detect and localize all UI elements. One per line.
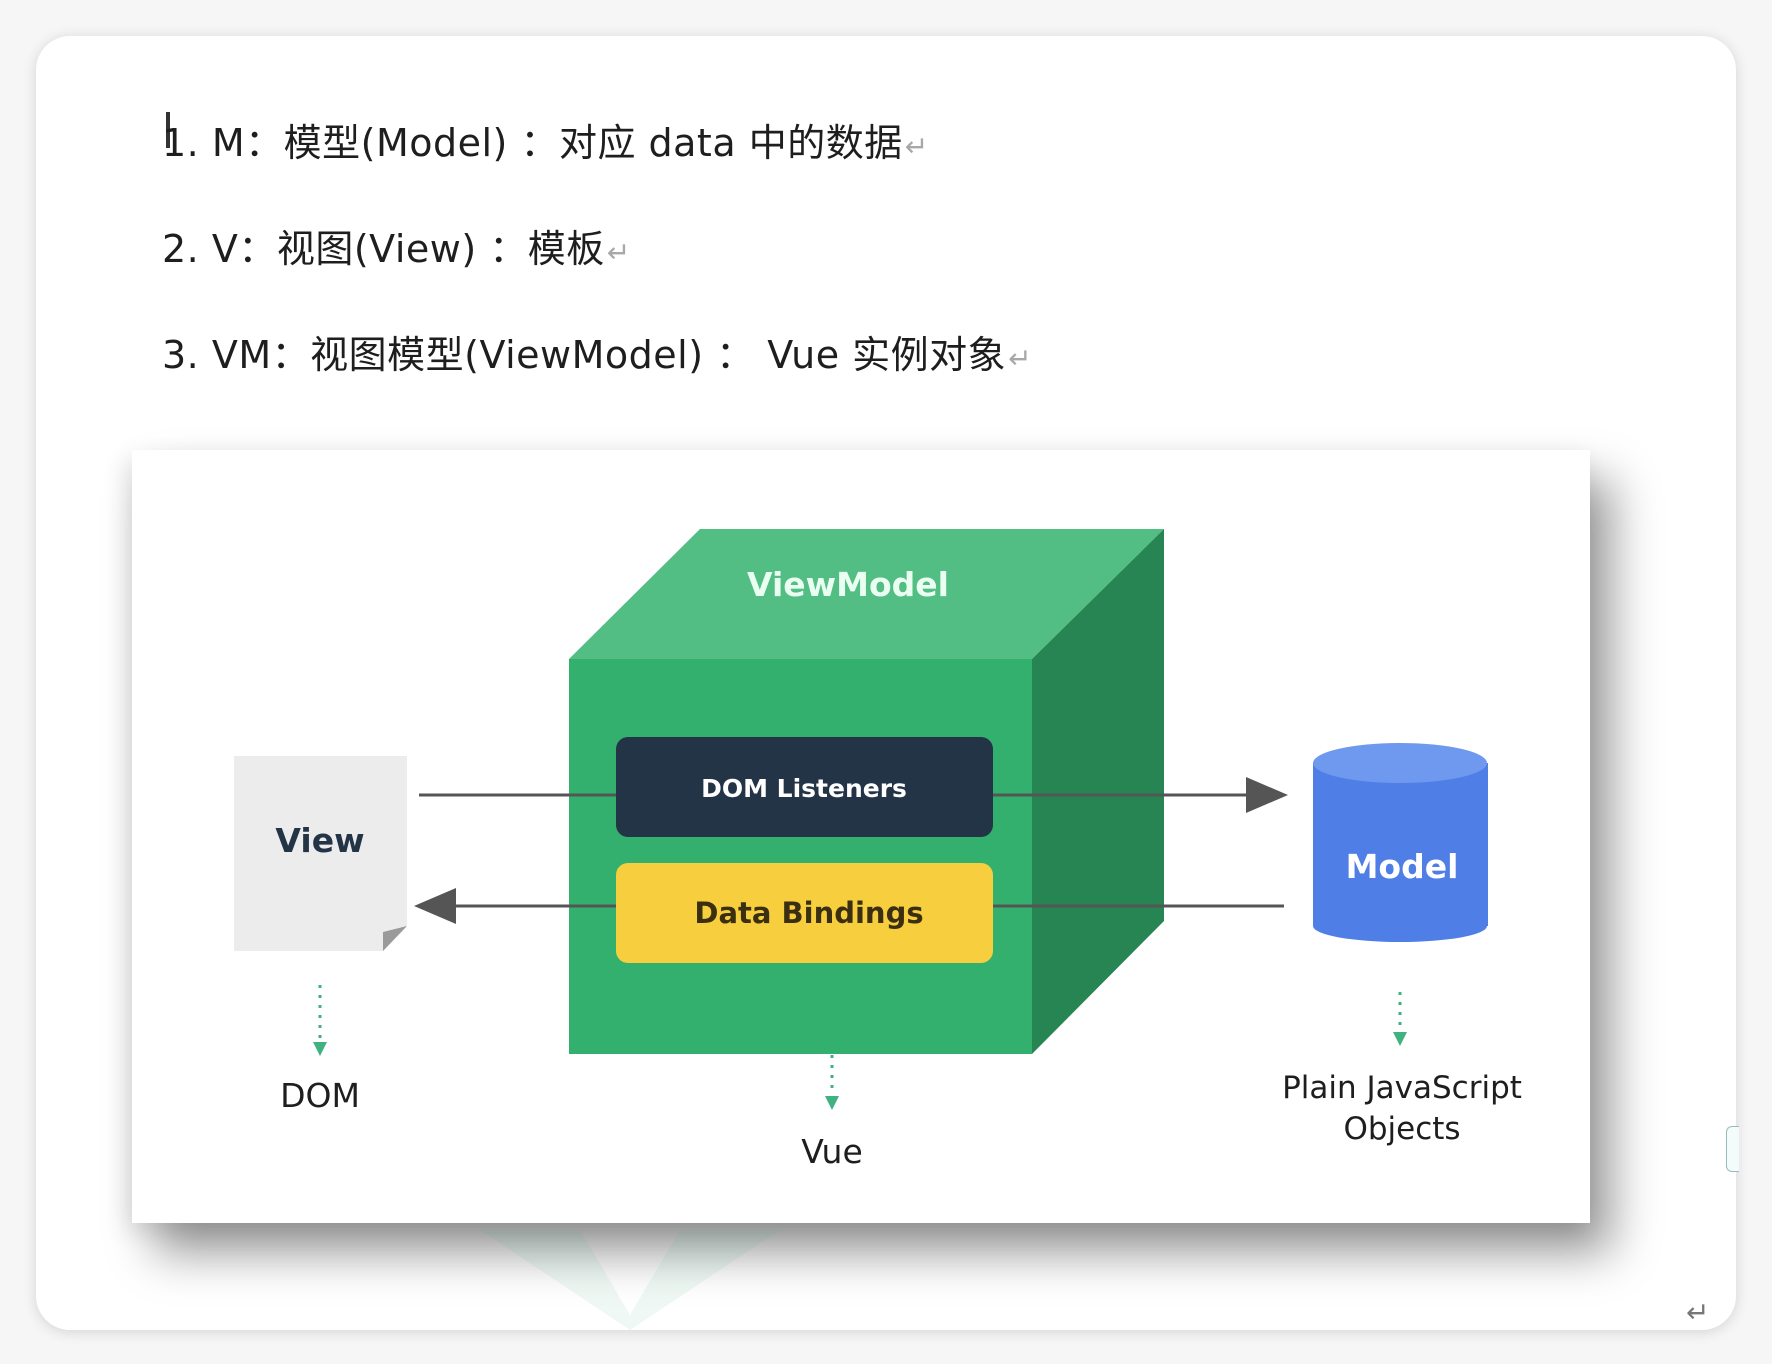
- list-item-text: 1. M：模型(Model) ：对应 data 中的数据: [162, 121, 903, 165]
- paragraph-return-icon: ↵: [606, 236, 631, 269]
- objects-arrow-head-icon: [1393, 1032, 1407, 1046]
- view-paper-fold: [383, 926, 407, 951]
- view-label: View: [275, 821, 364, 860]
- cube-side-face: [1032, 529, 1164, 1054]
- model-cylinder-body: [1313, 763, 1488, 926]
- list-item-text: 3. VM：视图模型(ViewModel) ： Vue 实例对象: [162, 333, 1007, 377]
- cube-top-face: [569, 529, 1164, 659]
- paragraph-return-icon: ↵: [1686, 1296, 1710, 1329]
- vue-arrow-head-icon: [825, 1096, 839, 1110]
- model-cylinder-bottom: [1313, 910, 1487, 942]
- list-item-viewmodel[interactable]: 3. VM：视图模型(ViewModel) ： Vue 实例对象↵: [162, 324, 1032, 379]
- dom-caption: DOM: [280, 1076, 360, 1115]
- objects-caption: Objects: [1343, 1111, 1460, 1147]
- list-item-view[interactable]: 2. V：视图(View) ：模板↵: [162, 218, 631, 273]
- vue-caption: Vue: [801, 1132, 863, 1171]
- dom-listeners-label: DOM Listeners: [701, 774, 907, 803]
- paragraph-return-icon: ↵: [1008, 342, 1033, 375]
- data-bindings-box: [616, 863, 993, 963]
- cube-front-face: [569, 659, 1032, 1054]
- mvvm-diagram: ViewModel DOM Listeners Data Bindings Vi…: [234, 529, 1522, 1171]
- vue-watermark-icon: [480, 1230, 780, 1330]
- side-panel-handle[interactable]: [1726, 1126, 1739, 1172]
- model-cylinder-top: [1313, 743, 1487, 783]
- mvvm-diagram-image[interactable]: ViewModel DOM Listeners Data Bindings Vi…: [132, 450, 1590, 1223]
- plain-js-caption: Plain JavaScript: [1282, 1070, 1522, 1106]
- paragraph-return-icon: ↵: [904, 130, 929, 163]
- list-item-text: 2. V：视图(View) ：模板: [162, 227, 605, 271]
- dom-listeners-box: [616, 737, 993, 837]
- view-paper-icon: [234, 756, 407, 951]
- viewmodel-label: ViewModel: [747, 565, 949, 604]
- list-item-model[interactable]: 1. M：模型(Model) ：对应 data 中的数据↵: [162, 112, 929, 167]
- dom-arrow-head-icon: [313, 1042, 327, 1056]
- model-label: Model: [1346, 847, 1459, 886]
- text-cursor-icon: [166, 112, 170, 148]
- data-bindings-label: Data Bindings: [694, 896, 923, 930]
